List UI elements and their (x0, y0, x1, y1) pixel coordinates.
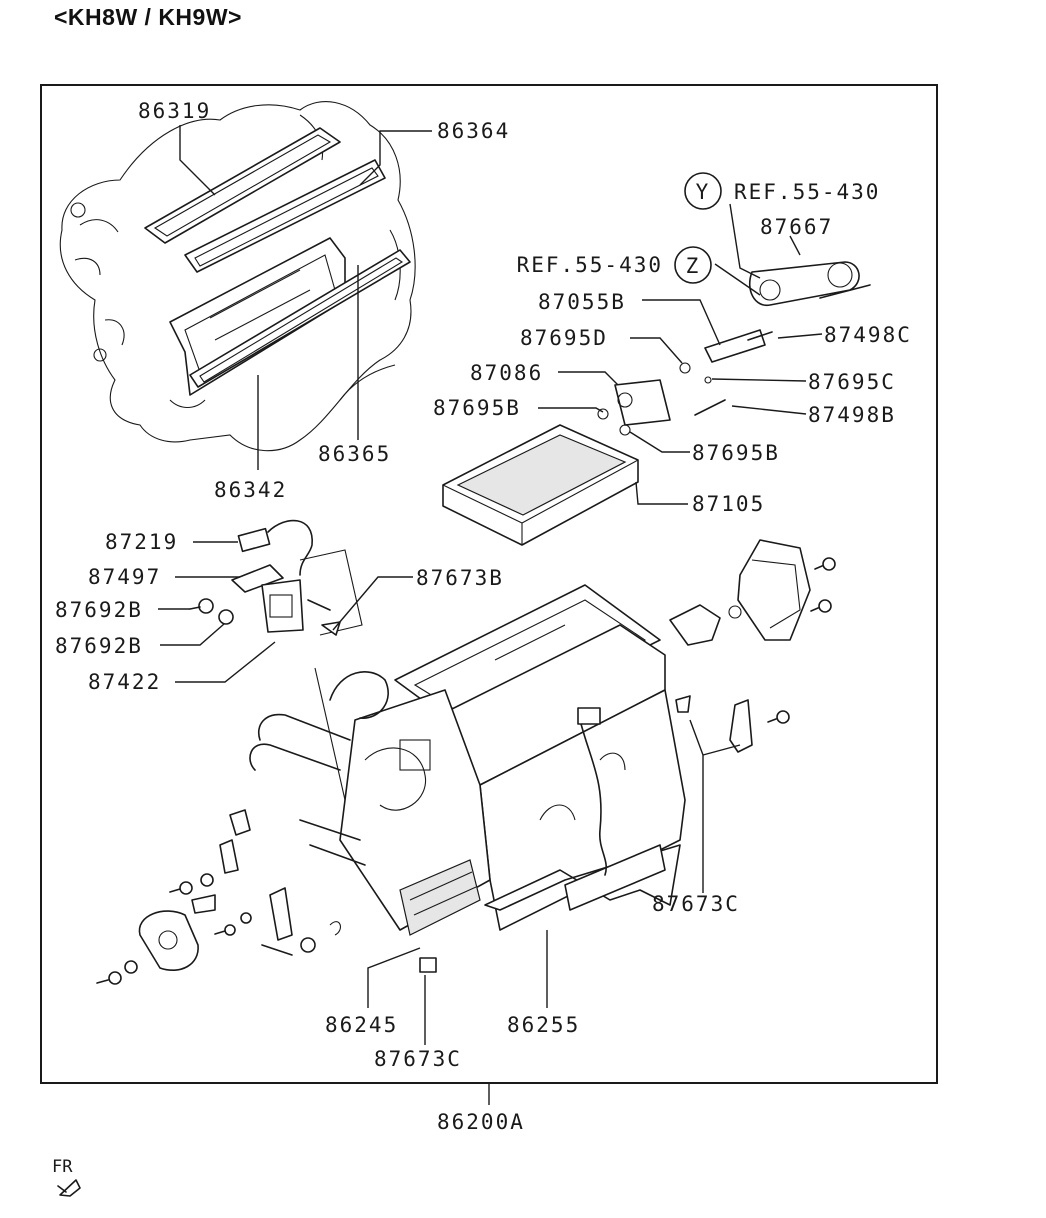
part-label-86255[interactable]: 86255 (507, 1013, 580, 1037)
part-label-86342[interactable]: 86342 (214, 478, 287, 502)
heater-core (442, 424, 639, 546)
part-label-87673c-a[interactable]: 87673C (652, 892, 740, 916)
part-label-87695d[interactable]: 87695D (520, 326, 608, 350)
part-label-86364[interactable]: 86364 (437, 119, 510, 143)
part-label-86245[interactable]: 86245 (325, 1013, 398, 1037)
expansion-valve-group (597, 261, 871, 436)
lower-linkage-parts (96, 809, 341, 985)
ref-callout-z: Z REF.55-430 (517, 246, 712, 284)
part-label-87219[interactable]: 87219 (105, 530, 178, 554)
part-label-87498c[interactable]: 87498C (824, 323, 912, 347)
ref-callout-y-text: REF.55-430 (734, 180, 880, 204)
part-label-87086[interactable]: 87086 (470, 361, 543, 385)
resistor-connector-parts (189, 519, 363, 636)
part-label-87667[interactable]: 87667 (760, 215, 833, 239)
ref-callout-y: Y REF.55-430 (684, 172, 880, 210)
ref-callout-z-letter: Z (686, 254, 701, 278)
part-label-87498b[interactable]: 87498B (808, 403, 896, 427)
part-label-86319[interactable]: 86319 (138, 99, 211, 123)
heater-unit-assembly (249, 584, 686, 973)
leader-lines (158, 125, 823, 1045)
engine-outline-drawing (59, 101, 416, 452)
part-label-87692b-a[interactable]: 87692B (55, 598, 143, 622)
assembly-number-label[interactable]: 86200A (437, 1110, 525, 1134)
orientation-marker-text: FR (52, 1157, 73, 1177)
part-label-87695b-b[interactable]: 87695B (692, 441, 780, 465)
part-label-87497[interactable]: 87497 (88, 565, 161, 589)
orientation-marker: FR (52, 1157, 81, 1197)
part-label-87673b[interactable]: 87673B (416, 566, 504, 590)
part-label-87673c-b[interactable]: 87673C (374, 1047, 462, 1071)
part-label-87695b-a[interactable]: 87695B (433, 396, 521, 420)
ref-callout-z-text: REF.55-430 (517, 253, 663, 277)
mode-actuator-parts (669, 539, 836, 753)
part-label-87055b[interactable]: 87055B (538, 290, 626, 314)
part-label-86365[interactable]: 86365 (318, 442, 391, 466)
ref-callout-y-letter: Y (696, 180, 711, 204)
duct-filter-parts (144, 127, 411, 396)
model-title: <KH8W / KH9W> (54, 4, 242, 30)
part-label-87695c[interactable]: 87695C (808, 370, 896, 394)
part-label-87422[interactable]: 87422 (88, 670, 161, 694)
part-label-87692b-b[interactable]: 87692B (55, 634, 143, 658)
part-label-87105[interactable]: 87105 (692, 492, 765, 516)
front-arrow-icon (57, 1179, 81, 1197)
part-number-labels: 86319 86364 86365 86342 87667 87055B 876… (55, 99, 912, 1134)
